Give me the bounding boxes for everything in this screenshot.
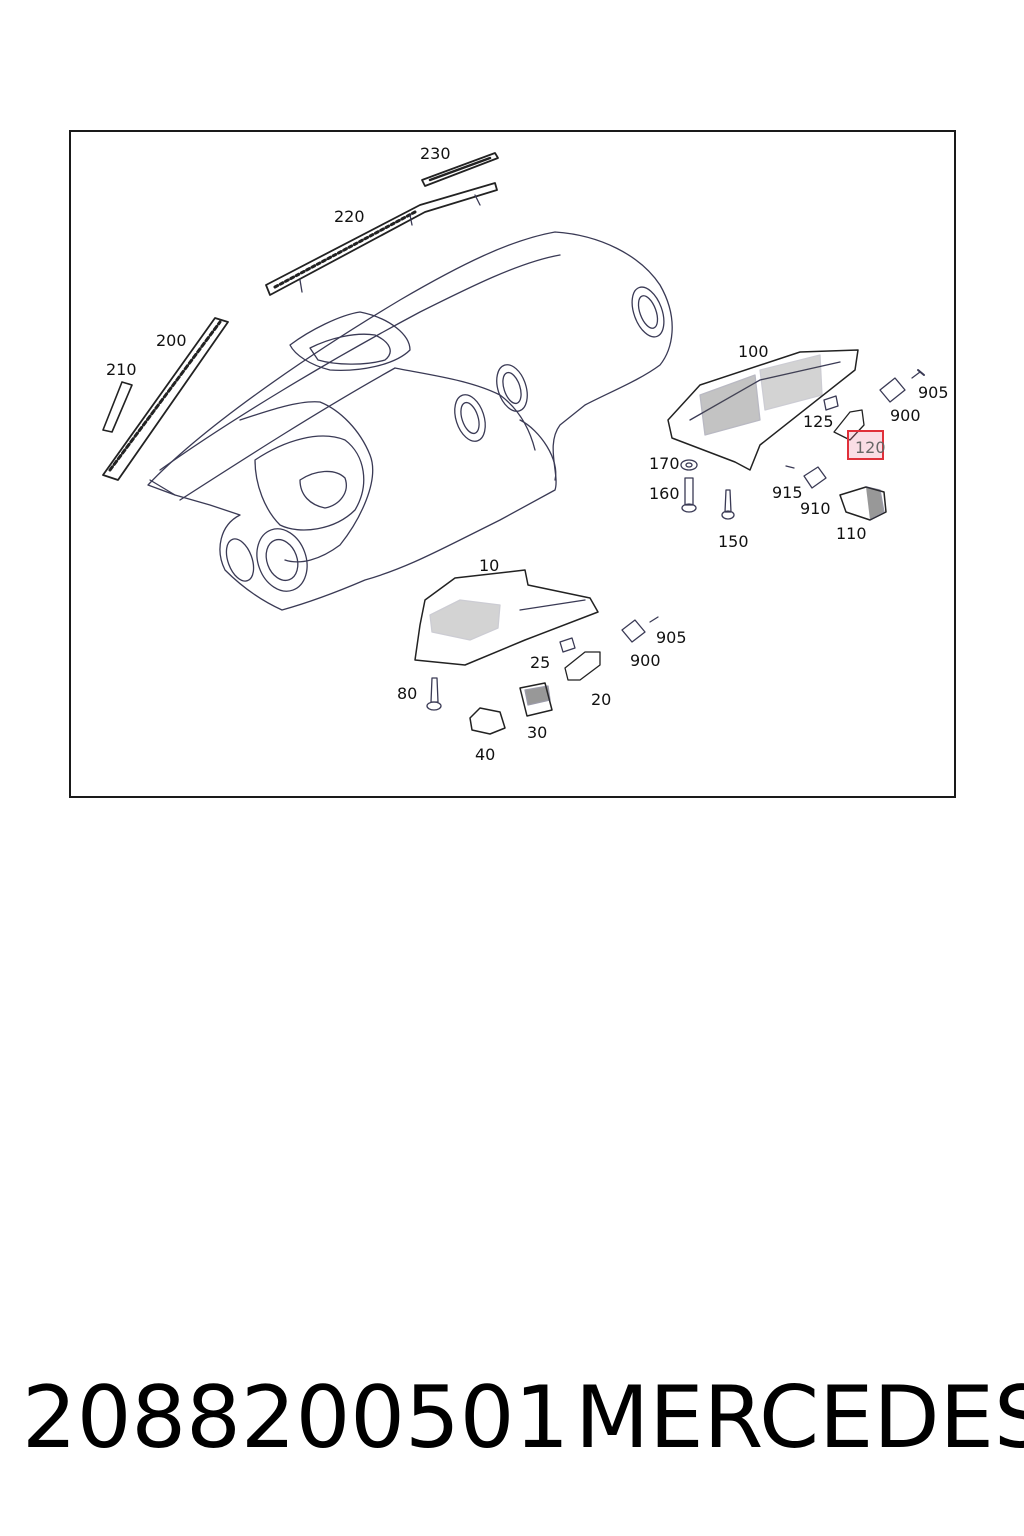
callout-120: 120 xyxy=(855,438,886,457)
callout-220: 220 xyxy=(334,207,365,226)
part-150-screw xyxy=(724,489,732,513)
part-200-side-trim xyxy=(102,317,229,481)
brand-caption: MERCEDES xyxy=(575,1368,1024,1468)
callout-160: 160 xyxy=(649,484,680,503)
part-80-screw xyxy=(430,677,439,703)
part-210-trim xyxy=(102,381,133,433)
part-220-vent-strip xyxy=(265,182,498,296)
dashboard-outline xyxy=(147,231,673,611)
part-230-trim xyxy=(421,152,499,187)
callout-125: 125 xyxy=(803,412,834,431)
part-30-block xyxy=(519,682,553,717)
part-20-switch xyxy=(564,651,601,681)
callout-30: 30 xyxy=(527,723,548,742)
part-10-lower-panel xyxy=(414,569,599,666)
callout-905-upper: 905 xyxy=(918,383,949,402)
callout-210: 210 xyxy=(106,360,137,379)
callout-150: 150 xyxy=(718,532,749,551)
part-170-washer xyxy=(680,459,698,471)
callout-170: 170 xyxy=(649,454,680,473)
highlight-box-120 xyxy=(847,430,884,460)
part-number-caption: 2088200501 xyxy=(22,1368,570,1468)
callout-230: 230 xyxy=(420,144,451,163)
callout-40: 40 xyxy=(475,745,496,764)
callout-915: 915 xyxy=(772,483,803,502)
callout-100: 100 xyxy=(738,342,769,361)
part-125-bulb xyxy=(823,395,839,411)
part-25-bulb xyxy=(559,637,576,653)
callout-20: 20 xyxy=(591,690,612,709)
callout-80: 80 xyxy=(397,684,418,703)
callout-900-upper: 900 xyxy=(890,406,921,425)
callout-10: 10 xyxy=(479,556,500,575)
callout-110: 110 xyxy=(836,524,867,543)
diagram-frame xyxy=(69,130,956,798)
callout-200: 200 xyxy=(156,331,187,350)
part-160-bolt xyxy=(684,477,694,506)
callout-910: 910 xyxy=(800,499,831,518)
part-100-panel xyxy=(667,349,859,471)
callout-25: 25 xyxy=(530,653,551,672)
callout-905-lower: 905 xyxy=(656,628,687,647)
part-40-clip xyxy=(469,707,506,735)
callout-900-lower: 900 xyxy=(630,651,661,670)
